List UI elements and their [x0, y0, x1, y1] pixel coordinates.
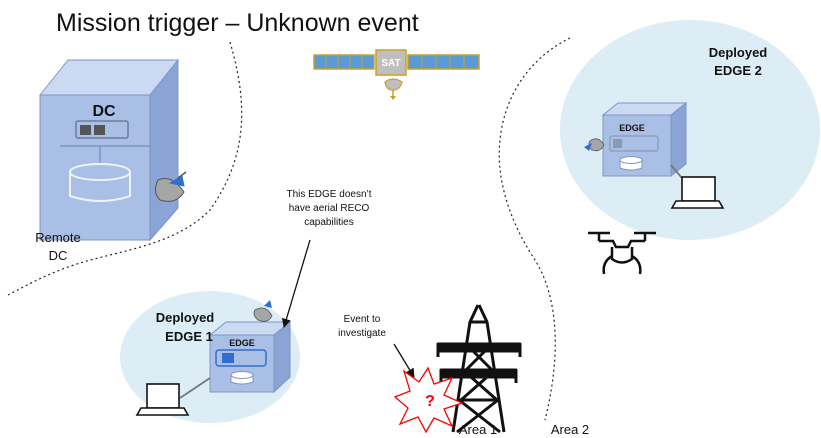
edge2-rack-panel — [609, 135, 659, 152]
event-burst-icon — [393, 366, 464, 434]
satellite-body — [375, 49, 407, 76]
edge1-caption-line1: Deployed — [156, 310, 215, 325]
area1-label: Area 1 — [459, 422, 497, 437]
event-caption-line1: Event to — [344, 314, 381, 325]
edge2-caption-line1: Deployed — [709, 45, 768, 60]
callout-line2: have aerial RECO — [289, 203, 370, 214]
edge2-server: EDGE — [584, 101, 688, 178]
drone-icon — [588, 231, 656, 275]
satellite-left-panel — [313, 54, 375, 70]
callout-arrow — [281, 239, 311, 328]
callout-line3: capabilities — [304, 217, 353, 228]
satellite-right-panel — [407, 54, 480, 70]
edge2-laptop-icon — [670, 176, 725, 209]
diagram-title: Mission trigger – Unknown event — [56, 9, 419, 37]
dc-rack-panel — [75, 120, 129, 139]
dc-server: DC — [38, 58, 187, 242]
edge1-rack-panel — [215, 349, 267, 367]
dc-box-label: DC — [92, 103, 116, 120]
event-arrow — [393, 343, 415, 378]
edge1-box-label: EDGE — [229, 338, 255, 348]
edge1-laptop-cable — [179, 377, 211, 399]
remote-dc-caption-line1: Remote — [35, 230, 81, 245]
satellite-dish-icon — [384, 78, 403, 91]
edge2-box-label: EDGE — [619, 123, 645, 133]
callout-line1: This EDGE doesn’t — [286, 189, 371, 200]
remote-dc-caption-line2: DC — [49, 248, 68, 263]
dc-disk-slot-1 — [80, 125, 91, 135]
power-pylon-icon — [436, 304, 522, 434]
edge2-cube-side — [670, 101, 687, 178]
edge1-dish-icon — [253, 307, 273, 322]
edge2-disk-slot — [613, 139, 622, 148]
area2-label: Area 2 — [551, 422, 589, 437]
edge2-caption-line2: EDGE 2 — [714, 63, 762, 78]
edge1-laptop-icon — [135, 383, 190, 416]
satellite: SAT — [313, 49, 480, 100]
area2-boundary — [498, 37, 571, 421]
satellite-label: SAT — [381, 58, 400, 69]
edge1-disk-slot — [222, 353, 234, 363]
event-caption-line2: investigate — [338, 328, 386, 339]
edge1-server: EDGE — [208, 300, 292, 394]
edge2-zone — [560, 20, 820, 240]
event-marker: ? — [425, 393, 435, 410]
edge1-caption-line2: EDGE 1 — [165, 329, 213, 344]
dc-disk-slot-2 — [94, 125, 105, 135]
